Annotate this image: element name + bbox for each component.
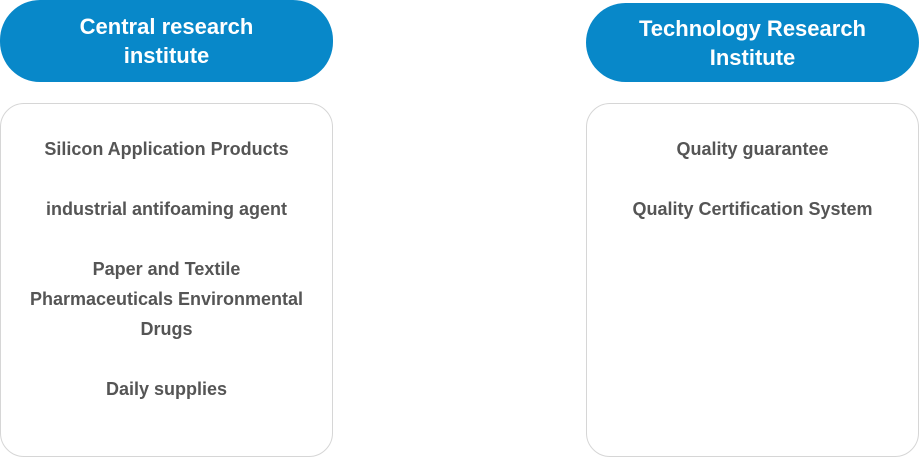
technology-research-panel: Quality guarantee Quality Certification … [586, 103, 919, 457]
list-item-line: Drugs [140, 319, 193, 339]
list-item-paper-textile-pharmaceuticals: Paper and Textile Pharmaceuticals Enviro… [1, 254, 332, 344]
header-line: Central research [79, 14, 254, 39]
header-line: Technology Research [639, 15, 866, 41]
technology-research-institute-header: Technology Research Institute [586, 3, 919, 82]
list-item-daily-supplies: Daily supplies [105, 379, 228, 399]
header-line: institute [123, 43, 210, 68]
header-line: Institute [709, 44, 796, 70]
list-item-silicon-application-products: Silicon Application Products [44, 139, 289, 159]
list-item-industrial-antifoaming-agent: industrial antifoaming agent [45, 199, 287, 219]
central-research-institute-header: Central research institute [0, 0, 333, 82]
list-item-quality-certification-system: Quality Certification System [632, 199, 873, 219]
list-item-quality-guarantee: Quality guarantee [676, 139, 829, 159]
central-research-panel: Silicon Application Products industrial … [0, 103, 333, 457]
list-item-line: Pharmaceuticals Environmental [29, 289, 304, 309]
list-item-line: Paper and Textile [92, 259, 241, 279]
